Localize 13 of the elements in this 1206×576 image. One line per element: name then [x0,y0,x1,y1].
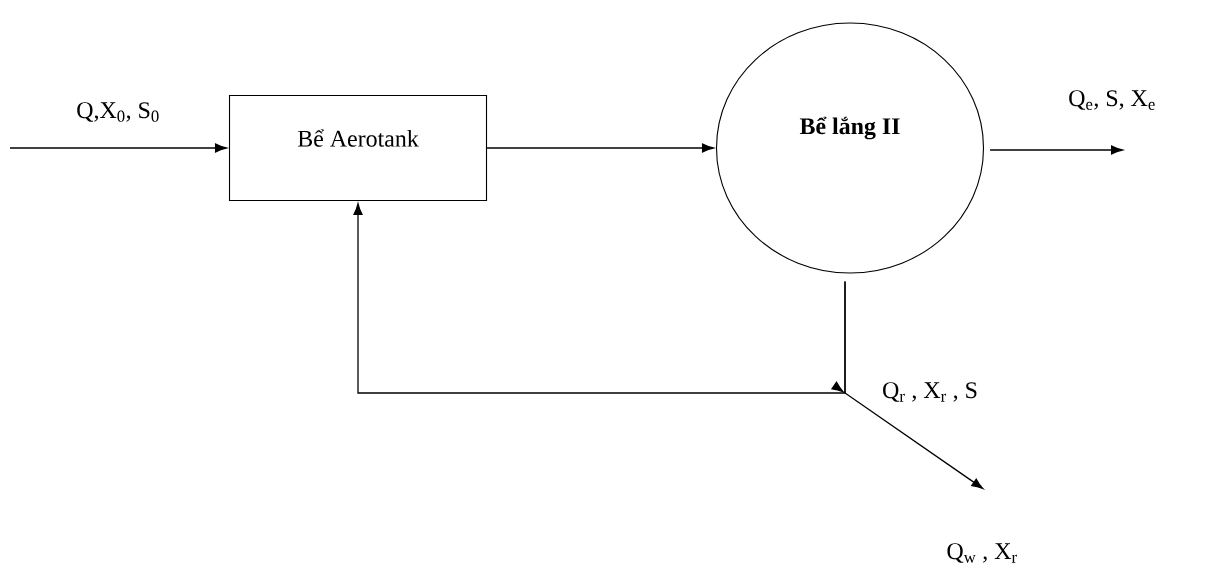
node-label: Bể lắng II [799,116,900,140]
flow-label: Q$_{r}$ , X$_{r}$ , S [883,382,977,402]
arrow [9,143,227,153]
node-label: Bể Aerotank [297,129,419,147]
settling-tank-circle [715,22,985,274]
edge-label: Q$_{e}$, S, X$_{e}$ [1069,90,1155,110]
tank-box [228,94,488,202]
edge-label: Q,X$_{0}$, S$_{0}$ [77,102,159,122]
arrow [989,145,1123,155]
arrow [353,203,846,394]
arrow [831,280,984,490]
edge-label: Q$_{w}$ , X$_{r}$ [947,543,1017,563]
arrow [486,143,714,153]
